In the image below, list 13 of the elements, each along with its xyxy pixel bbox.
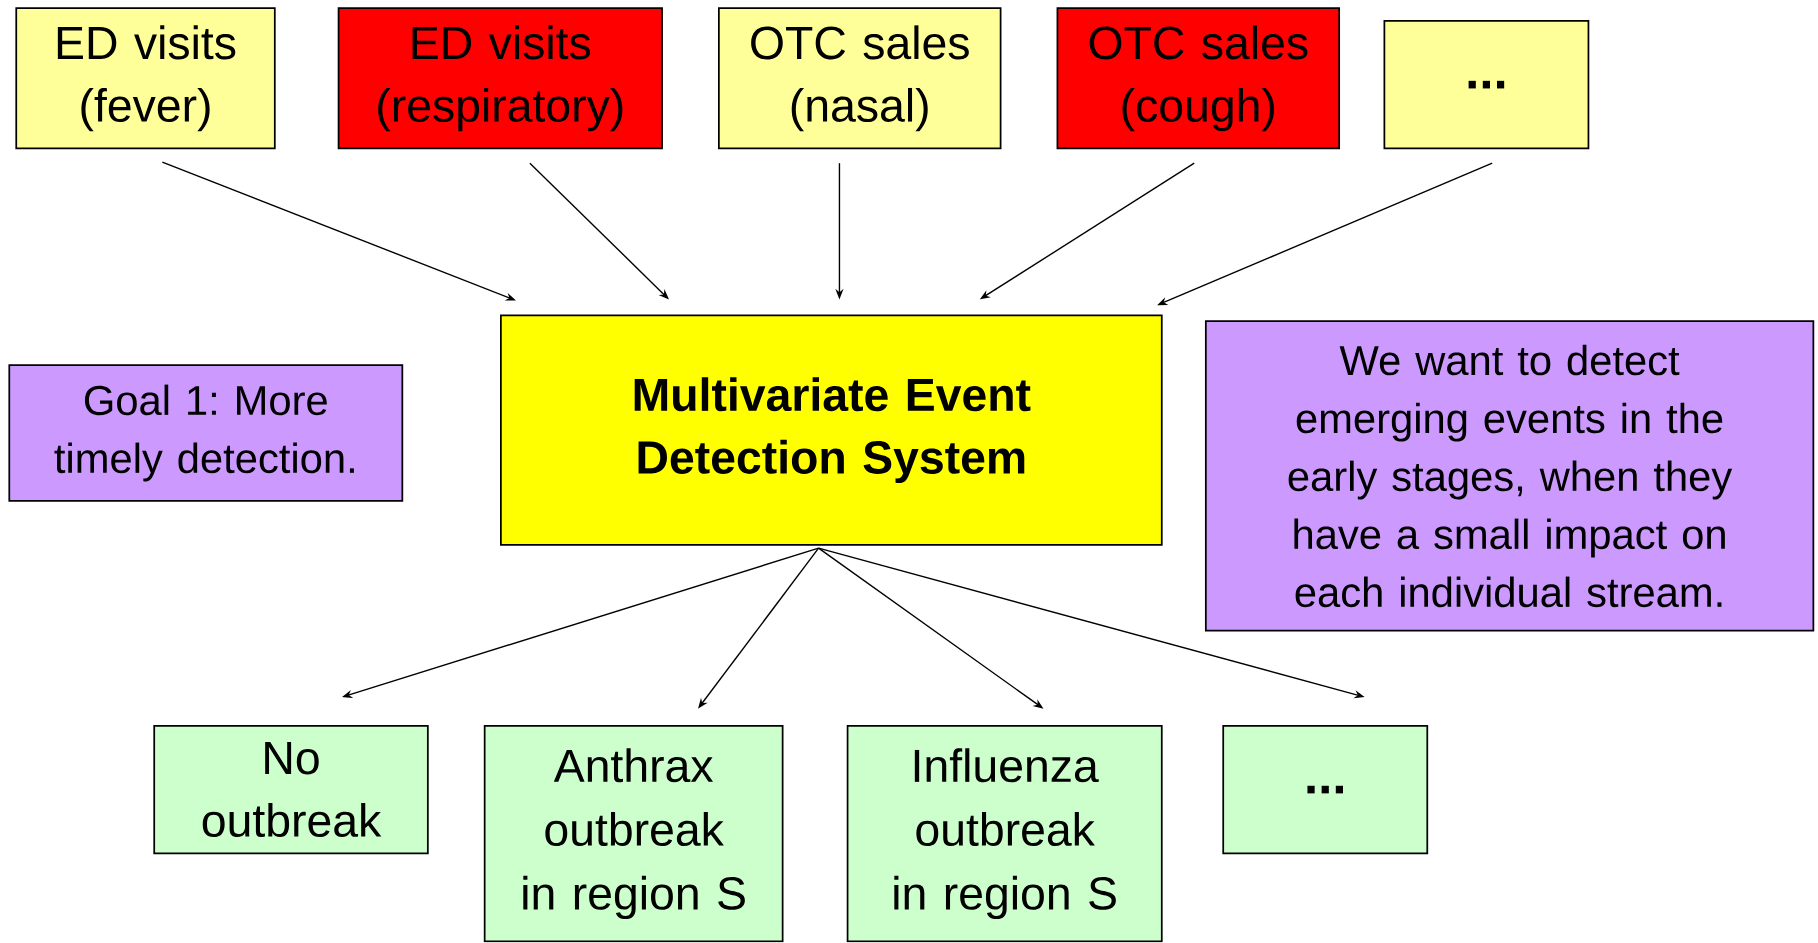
input-box: OTC sales (nasal) xyxy=(718,7,1002,150)
outcome-box: Anthrax outbreak in region S xyxy=(483,725,784,943)
input-box: OTC sales (cough) xyxy=(1056,7,1341,150)
outcome-box: No outbreak xyxy=(153,725,429,855)
outcome-box: ... xyxy=(1222,725,1429,855)
system-box: Multivariate Event Detection System xyxy=(500,314,1163,546)
note-box: Goal 1: More timely detection. xyxy=(8,364,404,502)
note-box: We want to detect emerging events in the early stages, when they have a small impact on each individual stream. xyxy=(1204,320,1815,632)
input-box: ED visits (respiratory) xyxy=(337,7,663,150)
input-box: ED visits (fever) xyxy=(15,7,276,150)
outcome-box: Influenza outbreak in region S xyxy=(846,725,1163,943)
arrow xyxy=(698,547,820,709)
input-box: ... xyxy=(1383,20,1590,150)
